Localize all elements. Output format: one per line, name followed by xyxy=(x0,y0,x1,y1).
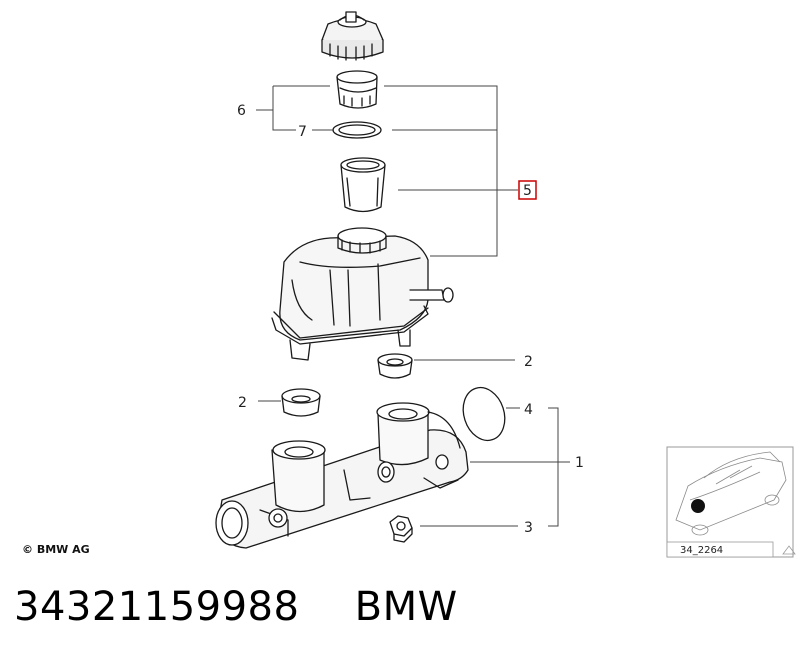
reservoir-cap xyxy=(321,11,384,61)
location-marker xyxy=(691,499,705,513)
callout-2-left: 2 xyxy=(238,395,247,411)
part-caption: 34321159988 BMW xyxy=(14,584,794,644)
seal-ring-inner xyxy=(338,124,376,136)
copyright-notice: © BMW AG xyxy=(22,543,90,556)
leader-lines xyxy=(256,85,570,527)
vehicle-location-inset: 34_2264 xyxy=(666,446,796,558)
callout-5: 5 xyxy=(523,183,532,199)
o-ring xyxy=(462,386,506,442)
brake-master-cylinder xyxy=(215,402,469,549)
filter-strainer xyxy=(340,157,386,213)
brake-fluid-reservoir xyxy=(271,227,454,361)
callout-2-right: 2 xyxy=(524,354,533,370)
grommet-right xyxy=(377,353,413,379)
callout-5-highlight-box xyxy=(518,180,537,200)
callout-4: 4 xyxy=(524,402,533,418)
callout-1: 1 xyxy=(575,455,584,471)
car-outline-icon xyxy=(675,451,787,536)
callout-3: 3 xyxy=(524,520,533,536)
filter-strainer-top xyxy=(336,70,378,109)
diagram-reference-code: 34_2264 xyxy=(680,545,723,556)
triangle-icon xyxy=(782,545,796,555)
brand-name: BMW xyxy=(354,584,458,630)
part-number: 34321159988 xyxy=(14,584,300,630)
hex-nut xyxy=(389,515,413,543)
callout-7: 7 xyxy=(298,124,307,140)
parts-diagram: 6 7 5 2 2 4 1 3 © BMW AG 34_2264 xyxy=(22,11,796,558)
callout-6: 6 xyxy=(237,103,246,119)
grommet-left xyxy=(281,388,321,417)
